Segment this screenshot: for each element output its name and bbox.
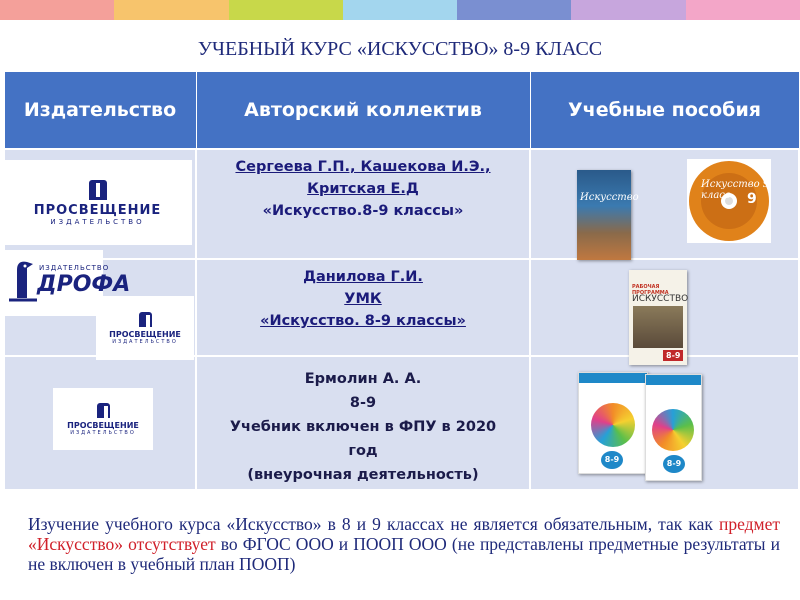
course-title: «Искусство.8-9 классы»	[262, 203, 464, 219]
fpu-note-year: год	[348, 443, 378, 459]
author-link[interactable]: Сергеева Г.П., Кашекова И.Э.,	[235, 159, 491, 175]
prosveshchenie-emblem-icon	[96, 402, 110, 420]
activity-type: (внеурочная деятельность)	[247, 467, 479, 483]
fpu-note: Учебник включен в ФПУ в 2020	[229, 419, 497, 435]
drofa-logo: ИЗДАТЕЛЬСТВО ДРОФА	[3, 250, 130, 316]
prosveshchenie-emblem-icon	[138, 311, 152, 329]
cd-cover: 9 Искусство 9 класс	[687, 159, 771, 243]
top-bar-segment	[0, 0, 115, 20]
textbook-cover: 8-9	[578, 372, 648, 474]
top-bar-segment	[228, 0, 343, 20]
header-materials: Учебные пособия	[529, 71, 800, 150]
top-bar-segment	[457, 0, 572, 20]
work-program-book: РАБОЧАЯ ПРОГРАММА ИСКУССТВО 8-9	[629, 270, 688, 365]
prosveshchenie-logo: ПРОСВЕЩЕНИЕ ИЗДАТЕЛЬСТВО	[3, 160, 192, 245]
author-name: Ермолин А. А.	[304, 371, 422, 387]
note-highlight: предмет «Искусство» отсутствует	[28, 514, 780, 554]
prosveshchenie-logo: ПРОСВЕЩЕНИЕ ИЗДАТЕЛЬСТВО	[53, 388, 153, 450]
work-program-book: 8-9	[645, 374, 702, 481]
grade-range: 8-9	[349, 395, 377, 411]
top-bar-segment	[685, 0, 800, 20]
top-bar-segment	[342, 0, 458, 20]
footnote: Изучение учебного курса «Искусство» в 8 …	[28, 514, 780, 574]
slide-title: УЧЕБНЫЙ КУРС «ИСКУССТВО» 8-9 КЛАСС	[197, 38, 603, 60]
authors-cell: Данилова Г.И. УМК «Искусство. 8-9 классы…	[195, 258, 531, 357]
cd-disc-icon: 9	[689, 161, 769, 241]
author-link[interactable]: Критская Е.Д	[307, 181, 419, 197]
note-text: Изучение учебного курса «Искусство» в 8 …	[28, 514, 719, 534]
umk-link[interactable]: УМК	[344, 291, 382, 307]
table-header-row: Издательство Авторский коллектив Учебные…	[3, 71, 800, 150]
book-illustration	[633, 306, 683, 348]
prosveshchenie-logo: ПРОСВЕЩЕНИЕ ИЗДАТЕЛЬСТВО	[96, 296, 194, 360]
prosveshchenie-emblem-icon	[88, 179, 107, 200]
book-header-band	[646, 375, 701, 385]
authors-cell: Сергеева Г.П., Кашекова И.Э., Критская Е…	[195, 148, 531, 260]
course-title-link[interactable]: «Искусство. 8-9 классы»	[260, 313, 466, 329]
note-text: во ФГОС ООО и ПООП ООО (не представлены …	[28, 534, 780, 574]
decorative-top-bar	[0, 0, 800, 20]
svg-text:9: 9	[747, 191, 757, 207]
book-color-wheel	[652, 409, 694, 451]
top-bar-segment	[571, 0, 686, 20]
book-header-band	[579, 373, 647, 383]
textbook-cover: Искусство	[577, 170, 639, 260]
book-color-wheel	[591, 403, 635, 447]
drofa-bird-icon	[9, 261, 37, 302]
header-publisher: Издательство	[3, 71, 197, 150]
author-link[interactable]: Данилова Г.И.	[303, 269, 423, 285]
authors-cell: Ермолин А. А. 8-9 Учебник включен в ФПУ …	[195, 355, 531, 491]
top-bar-segment	[114, 0, 229, 20]
header-authors: Авторский коллектив	[195, 71, 531, 150]
